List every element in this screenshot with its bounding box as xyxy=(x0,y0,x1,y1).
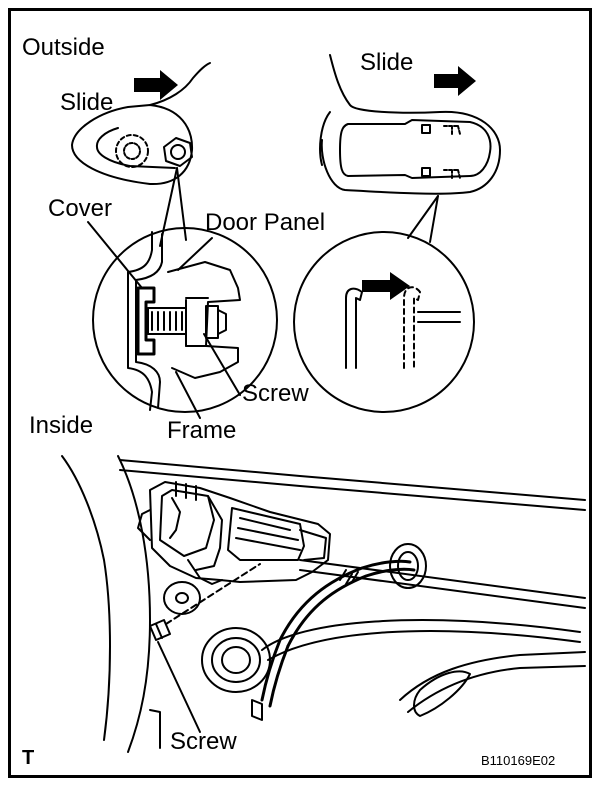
figure-frame xyxy=(8,8,592,778)
detail-circle-left xyxy=(87,221,278,419)
outside-label: Outside xyxy=(22,34,105,61)
screw-detail-label: Screw xyxy=(242,380,309,407)
door-panel-label: Door Panel xyxy=(205,209,326,236)
slide-arrow-left-icon xyxy=(134,70,178,100)
inside-view xyxy=(61,455,586,753)
slide-label-left: Slide xyxy=(60,89,114,116)
corner-tag: T xyxy=(22,747,35,769)
inside-label: Inside xyxy=(29,412,94,439)
cover-label: Cover xyxy=(48,195,113,222)
slide-arrow-right-icon xyxy=(434,66,476,96)
outside-handle-right xyxy=(319,54,501,243)
slide-label-right: Slide xyxy=(360,49,414,76)
figure-code: B110169E02 xyxy=(481,753,556,768)
frame-label: Frame xyxy=(167,417,237,444)
detail-circle-right xyxy=(293,231,475,413)
outside-handle-left xyxy=(71,62,211,247)
slide-arrow-detail-icon xyxy=(362,272,410,300)
screw-bottom-label: Screw xyxy=(170,728,237,755)
